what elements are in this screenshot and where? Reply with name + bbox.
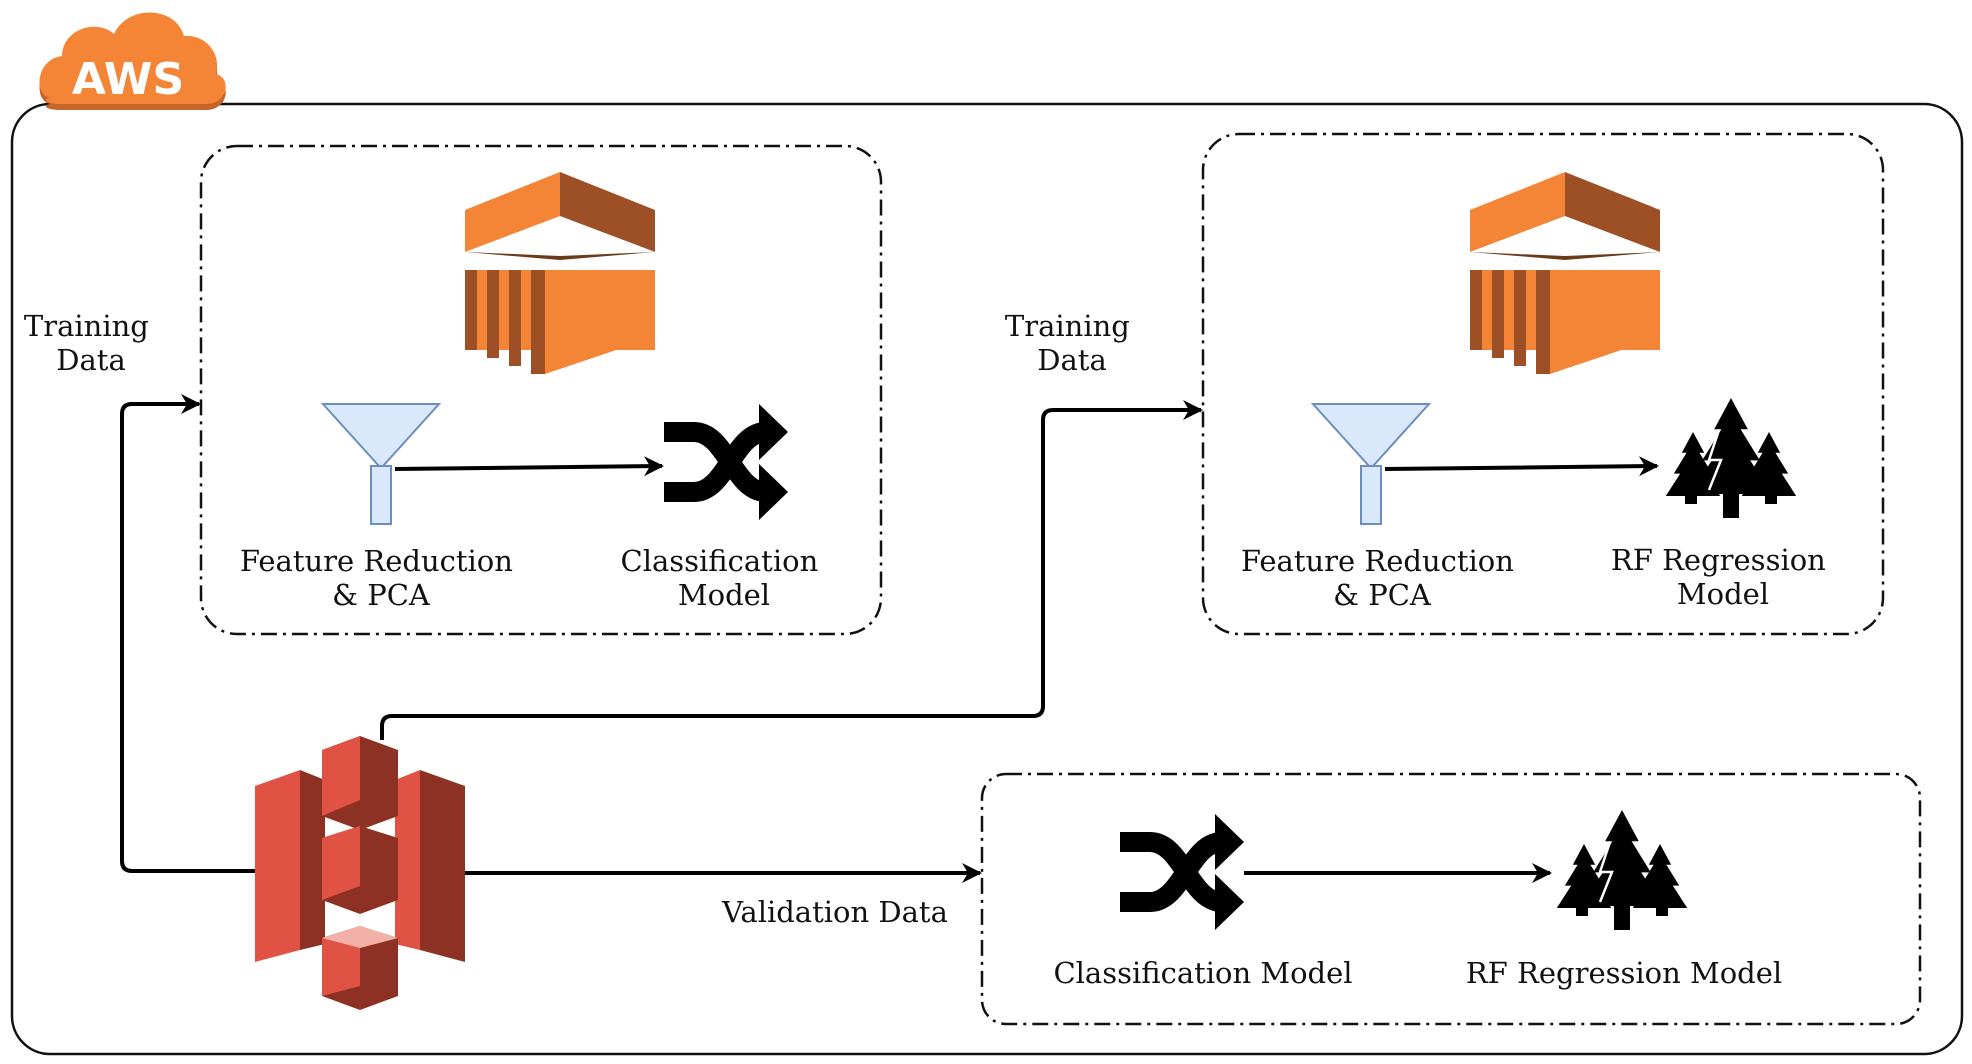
- shuffle-icon: [1120, 814, 1244, 930]
- feature-reduction-line-2: & PCA: [1333, 578, 1432, 612]
- aws-container: [10, 102, 1964, 1056]
- arrow-filter-to-regression: [1384, 456, 1659, 477]
- ec2-compute-icon: [465, 172, 655, 374]
- training-data-line-2: Data: [1037, 343, 1106, 377]
- training-data-label-right: Training Data: [1005, 309, 1139, 377]
- training-data-line-1: Training: [24, 309, 149, 343]
- ec2-compute-icon: [1470, 172, 1660, 374]
- panel-top-right: [1201, 132, 1885, 636]
- validation-data-label: Validation Data: [721, 895, 948, 929]
- feature-reduction-line-1: Feature Reduction: [1241, 544, 1514, 578]
- forest-icon: [1666, 398, 1796, 518]
- rf-regression-line-1: RF Regression: [1611, 543, 1826, 577]
- training-data-line-1: Training: [1005, 309, 1130, 343]
- funnel-icon: [322, 403, 440, 525]
- training-data-line-2: Data: [56, 343, 125, 377]
- feature-reduction-label-right: Feature Reduction & PCA: [1241, 544, 1523, 612]
- classification-model-label-top: Classification Model: [621, 544, 828, 612]
- aws-cloud-badge: AWS: [39, 12, 226, 110]
- arrow-s3-to-panel-top-left: [120, 394, 255, 873]
- feature-reduction-label-left: Feature Reduction & PCA: [240, 544, 522, 612]
- feature-reduction-line-1: Feature Reduction: [240, 544, 513, 578]
- arrow-s3-to-panel-top-right: [380, 400, 1203, 740]
- panel-bottom: [980, 772, 1922, 1026]
- rf-regression-model-label-bottom: RF Regression Model: [1466, 956, 1782, 990]
- shuffle-icon: [664, 404, 788, 520]
- funnel-icon: [1312, 403, 1430, 525]
- arrow-filter-to-classification: [394, 456, 664, 477]
- rf-regression-model-label-top: RF Regression Model: [1611, 543, 1835, 611]
- rf-regression-line-2: Model: [1677, 577, 1769, 611]
- classification-model-line-2: Model: [678, 578, 770, 612]
- feature-reduction-line-2: & PCA: [332, 578, 431, 612]
- aws-label: AWS: [72, 54, 184, 105]
- classification-model-label-bottom: Classification Model: [1053, 956, 1352, 990]
- s3-bucket-icon: [255, 736, 465, 1010]
- aws-cloud-icon: [39, 12, 226, 104]
- forest-icon: [1557, 810, 1687, 930]
- training-data-label-left: Training Data: [24, 309, 158, 377]
- panel-top-left: [199, 144, 883, 636]
- classification-model-line-1: Classification: [621, 544, 819, 578]
